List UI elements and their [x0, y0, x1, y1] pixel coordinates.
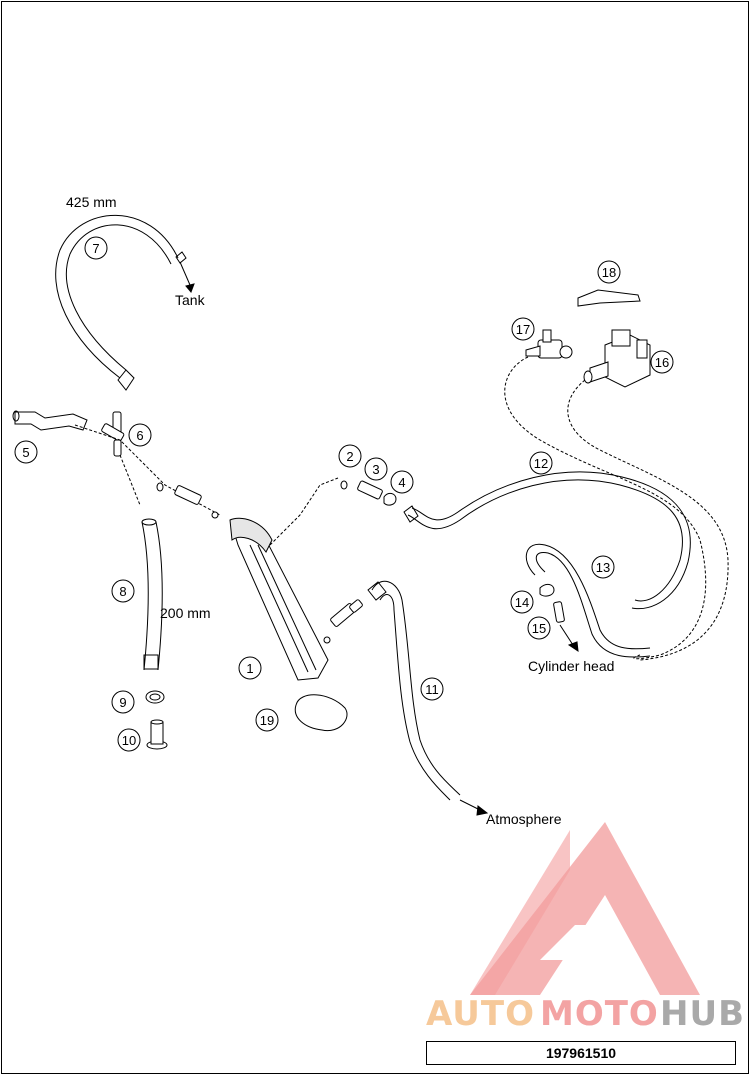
canister-outlet-connector	[323, 599, 363, 644]
connector-chain-left	[156, 482, 219, 519]
plug-10	[146, 719, 168, 750]
nipple-15	[553, 601, 565, 623]
connector-chain-right	[340, 480, 397, 506]
callout-circle-12	[529, 451, 553, 475]
callout-2: 2	[346, 449, 353, 464]
clamp-9	[145, 690, 165, 704]
callout-circle-8	[111, 579, 135, 603]
callout-circle-4	[390, 470, 414, 494]
callout-circle-3	[364, 457, 388, 481]
callout-18: 18	[602, 265, 616, 280]
callout-circle-11	[420, 677, 444, 701]
cylinder-head-label: Cylinder head	[528, 658, 614, 674]
hose-12	[403, 471, 691, 610]
callout-circle-6	[128, 423, 152, 447]
callout-circle-13	[591, 555, 615, 579]
document-number-box: 197961510	[426, 1041, 736, 1065]
cover-19	[294, 694, 348, 732]
hose-7	[55, 214, 187, 391]
hose8-length-label: 200 mm	[160, 605, 211, 621]
watermark-logo	[470, 822, 700, 995]
callout-circle-5	[14, 440, 38, 464]
callout-numbers: 1 2 3 4 5 6 7 8 9 10 11 12 13 14 15 16 1…	[22, 241, 669, 748]
callout-circle-9	[111, 690, 135, 714]
callout-circle-2	[338, 444, 362, 468]
callout-circle-16	[650, 350, 674, 374]
valve-16	[583, 329, 651, 388]
callout-6: 6	[136, 428, 143, 443]
callout-circle-19	[255, 708, 279, 732]
watermark-moto: MOTO	[540, 994, 659, 1034]
callout-circle-14	[510, 590, 534, 614]
callout-circle-1	[238, 656, 262, 680]
watermark-text: AUTO MOTO HUB	[426, 994, 745, 1034]
callout-1: 1	[246, 661, 253, 676]
text-labels: 425 mm Tank 200 mm Atmosphere Cylinder h…	[66, 194, 614, 827]
canister-1	[229, 517, 329, 681]
callout-circle-18	[597, 260, 621, 284]
callout-14: 14	[515, 595, 529, 610]
callout-9: 9	[119, 695, 126, 710]
hose7-length-label: 425 mm	[66, 194, 117, 210]
atmosphere-arrow	[459, 799, 489, 816]
callout-8: 8	[119, 584, 126, 599]
clamp-14	[539, 583, 555, 597]
connector-17	[525, 329, 573, 359]
cylinder-head-arrow	[559, 624, 579, 653]
callout-19: 19	[260, 713, 274, 728]
callout-12: 12	[534, 456, 548, 471]
hose-13	[525, 543, 651, 658]
callout-13: 13	[596, 560, 610, 575]
callout-15: 15	[532, 621, 546, 636]
callout-circle-10	[117, 728, 141, 752]
callout-5: 5	[22, 445, 29, 460]
callout-circle-7	[84, 236, 108, 260]
bracket-18	[577, 289, 641, 307]
callout-circle-15	[527, 616, 551, 640]
watermark-auto: AUTO	[426, 994, 535, 1034]
hose-5	[12, 410, 88, 431]
tank-label: Tank	[175, 292, 206, 308]
callouts	[14, 236, 674, 752]
hose-8	[141, 518, 163, 671]
callout-11: 11	[425, 682, 439, 697]
callout-17: 17	[516, 322, 530, 337]
callout-4: 4	[398, 475, 405, 490]
document-number: 197961510	[545, 1045, 617, 1061]
callout-16: 16	[655, 355, 669, 370]
atmosphere-label: Atmosphere	[486, 811, 562, 827]
hose-11	[367, 580, 461, 801]
tank-arrow	[179, 261, 195, 293]
callout-7: 7	[92, 241, 99, 256]
watermark-hub: HUB	[660, 994, 745, 1034]
callout-10: 10	[122, 733, 136, 748]
callout-3: 3	[372, 462, 379, 477]
t-piece-6	[101, 411, 125, 457]
callout-circle-17	[511, 317, 535, 341]
